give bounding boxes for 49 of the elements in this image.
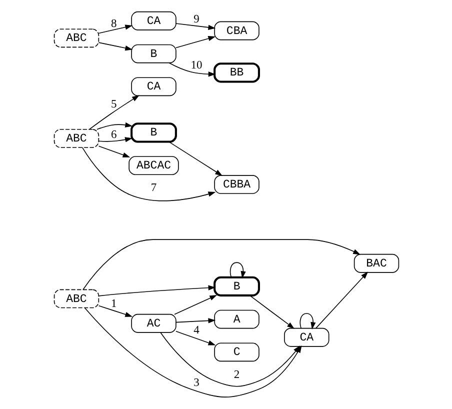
- edge-label: 2: [233, 368, 240, 381]
- arrow: [175, 23, 216, 30]
- node-box: CA: [130, 11, 176, 30]
- arrow: [299, 313, 316, 330]
- edge-label: 7: [150, 182, 156, 194]
- node-box: CA: [130, 77, 176, 96]
- node-box: BB: [213, 62, 260, 83]
- node-box: CBA: [214, 21, 259, 40]
- arrow: [168, 62, 216, 77]
- arrow: [82, 239, 360, 290]
- edge-label: 9: [193, 14, 199, 26]
- arrow: [98, 146, 130, 158]
- arrow: [174, 294, 217, 315]
- arrow: [98, 285, 216, 296]
- arrow: [160, 332, 300, 387]
- node-box: ABCAC: [128, 156, 178, 176]
- edge-label: 4: [193, 324, 199, 336]
- edge-label: 6: [110, 128, 116, 141]
- arrow: [96, 122, 132, 130]
- arrow: [248, 295, 294, 329]
- edge-label: 5: [110, 98, 116, 110]
- arrow: [98, 42, 132, 51]
- arrow: [168, 142, 222, 176]
- node-box: BAC: [353, 254, 399, 273]
- node-box: ABC: [53, 128, 99, 148]
- node-box: B: [213, 276, 260, 296]
- arrow: [98, 305, 132, 317]
- arrow: [175, 330, 216, 346]
- node-box: CA: [284, 328, 329, 347]
- node-box: C: [214, 342, 259, 362]
- node-box: CBBA: [214, 175, 259, 194]
- arrow: [98, 24, 132, 34]
- edge-label: 3: [193, 377, 199, 390]
- edge-label: 1: [110, 298, 116, 310]
- arrow: [314, 272, 368, 329]
- edge-label: 8: [110, 18, 116, 30]
- arrow: [81, 147, 216, 202]
- arrow: [229, 262, 246, 279]
- node-box: AC: [130, 314, 176, 333]
- arrow: [98, 137, 132, 142]
- node-box: A: [214, 310, 259, 329]
- node-box: B: [130, 44, 176, 64]
- node-box: B: [130, 122, 176, 143]
- arrow: [175, 318, 216, 324]
- arrow: [175, 36, 216, 48]
- node-box: ABC: [53, 289, 99, 308]
- arrow: [88, 95, 139, 130]
- edge-label: 10: [190, 60, 202, 72]
- node-box: ABC: [53, 28, 99, 48]
